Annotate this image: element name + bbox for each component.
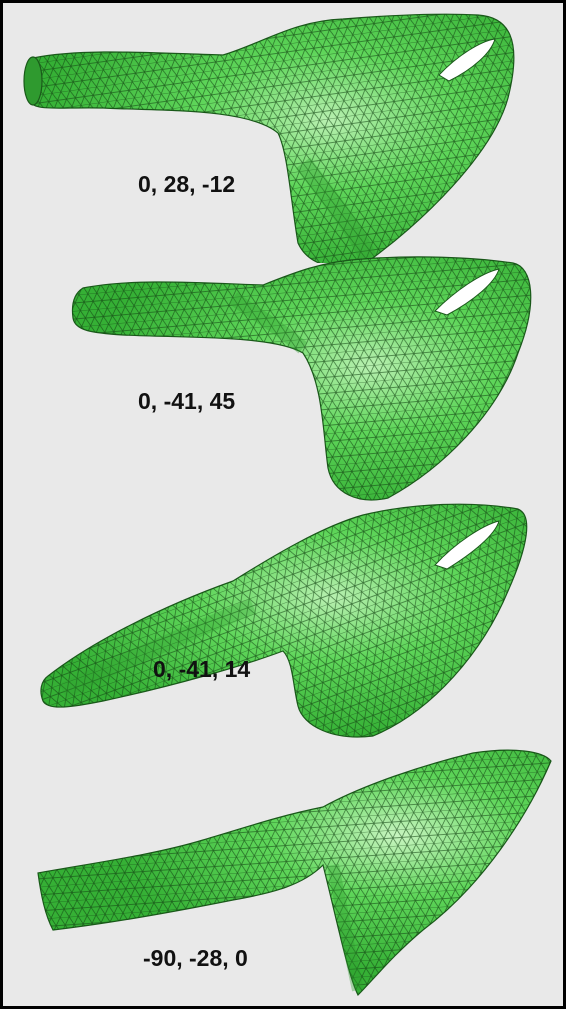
mesh-view-3: 0, -41, 14 — [3, 501, 563, 751]
slot-hole-2 — [434, 268, 500, 316]
mesh-surface-3 — [40, 503, 528, 738]
mesh-render-2 — [71, 256, 532, 501]
mesh-view-1: 0, 28, -12 — [3, 3, 563, 263]
rotation-label-1: 0, 28, -12 — [138, 171, 236, 197]
mesh-render-3 — [40, 503, 528, 738]
rotation-label-3: 0, -41, 14 — [153, 656, 251, 682]
slot-hole-1 — [438, 38, 496, 82]
mesh-surface-1 — [23, 13, 515, 263]
rotation-label-4: -90, -28, 0 — [143, 945, 248, 971]
slot-hole-3 — [434, 520, 500, 570]
mesh-surface-4 — [37, 749, 552, 997]
mesh-render-1 — [23, 13, 515, 263]
mesh-view-4: -90, -28, 0 — [3, 745, 563, 1003]
rotation-label-2: 0, -41, 45 — [138, 388, 236, 414]
mesh-view-2: 0, -41, 45 — [3, 253, 563, 503]
mesh-render-4 — [37, 749, 552, 997]
mesh-surface-2 — [71, 256, 532, 501]
